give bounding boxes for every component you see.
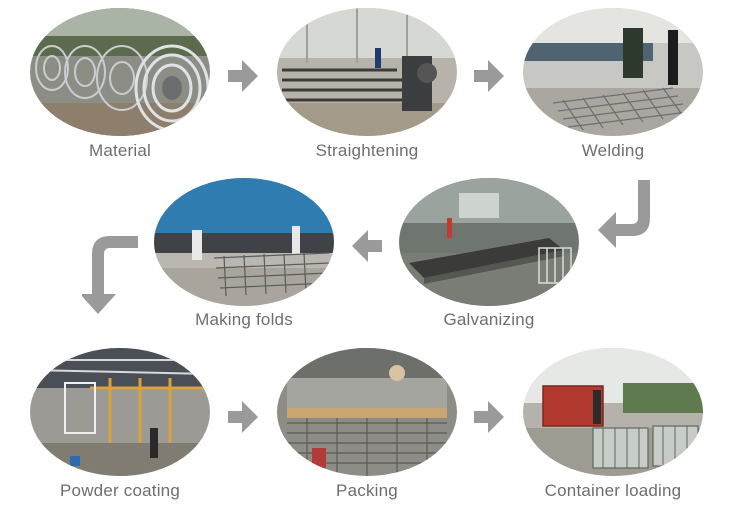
step-straightening: Straightening xyxy=(277,8,457,168)
galvanizing-photo xyxy=(399,178,579,306)
packing-photo xyxy=(277,348,457,476)
material-photo xyxy=(30,8,210,136)
container-loading-photo xyxy=(523,348,703,476)
step-label: Material xyxy=(88,141,152,160)
step-label: Powder coating xyxy=(60,481,180,500)
step-packing: Packing xyxy=(277,348,457,508)
step-powder-coating: Powder coating xyxy=(30,348,210,508)
making-folds-photo xyxy=(154,178,334,306)
arrow-left-icon xyxy=(352,230,382,262)
arrow-right-icon xyxy=(228,60,258,92)
step-label: Container loading xyxy=(544,481,682,500)
step-label: Packing xyxy=(336,481,398,500)
step-label: Straightening xyxy=(315,141,419,160)
straightening-photo xyxy=(277,8,457,136)
step-galvanizing: Galvanizing xyxy=(399,178,579,336)
welding-photo xyxy=(523,8,703,136)
arrow-right-icon xyxy=(474,60,504,92)
step-label: Welding xyxy=(581,141,645,160)
curved-arrow-down-left-icon xyxy=(598,180,654,250)
arrow-right-icon xyxy=(474,401,504,433)
step-material: Material xyxy=(30,8,210,168)
step-container-loading: Container loading xyxy=(523,348,703,508)
arrow-right-icon xyxy=(228,401,258,433)
step-label: Galvanizing xyxy=(443,310,535,329)
step-welding: Welding xyxy=(523,8,703,168)
step-making-folds: Making folds xyxy=(154,178,334,336)
curved-arrow-down-icon xyxy=(82,236,138,314)
powder-coating-photo xyxy=(30,348,210,476)
step-label: Making folds xyxy=(195,310,293,329)
